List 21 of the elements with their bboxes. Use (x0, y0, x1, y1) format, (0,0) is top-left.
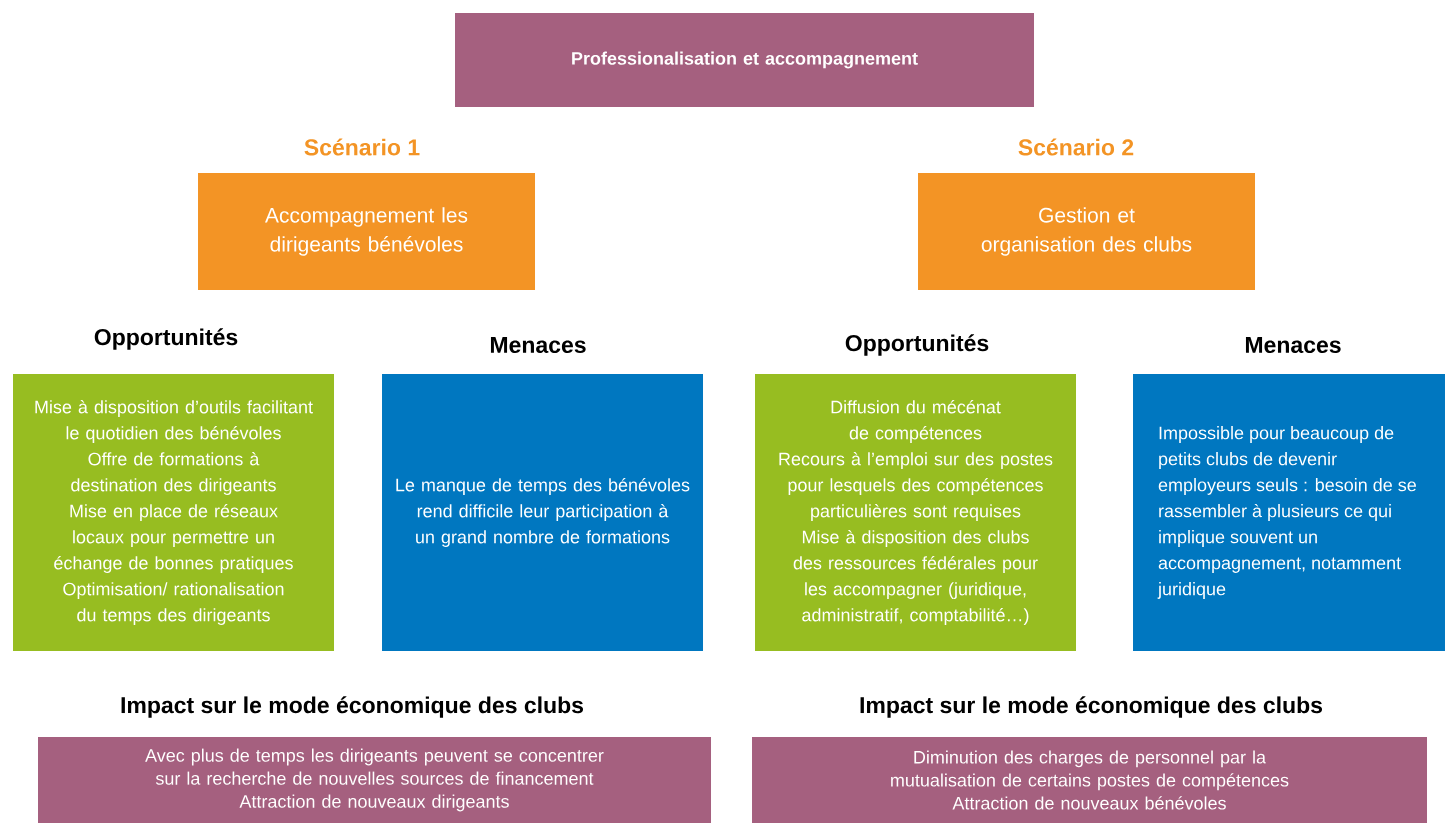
heading: Opportunités (845, 334, 989, 356)
scenario-box: Accompagnement les dirigeants bénévoles (198, 173, 535, 290)
node-label: Mise en place de réseaux locaux pour permettre un échange de bonnes pratiques (54, 503, 293, 573)
impact-box: Avec plus de temps les dirigeants peuvent se concentrer sur la recherche de nouvelles sources de financement Attraction de nouveaux dirigeants (38, 737, 711, 823)
impact-box: Diminution des charges de personnel par la mutualisation de certains postes de compétences Attraction de nouveaux bénévoles (752, 737, 1427, 823)
heading: Menaces (1245, 337, 1341, 353)
heading: Scénario 1 (304, 138, 420, 156)
scenario-box: Gestion et organisation des clubs (918, 173, 1255, 290)
threats-box: Le manque de temps des bénévoles rend difficile leur participation à un grand nombre de formations (382, 374, 703, 651)
threats-box: Impossible pour beaucoup de petits clubs de devenir employeurs seuls : besoin de se rassembler à plusieurs ce qui implique souvent un accompagnement, notamment juridique (1133, 374, 1445, 651)
title-box: Professionalisation et accompagnement (455, 13, 1034, 107)
heading: Scénario 2 (1018, 138, 1134, 156)
opportunities-box: Diffusion du mécénat de compétences Recours à l’emploi sur des postes pour lesquels des compétences particulières sont requises Mise à disposition des clubs des ressources fédérales pour les accompagner (juridique, administratif, comptabilité…) (755, 374, 1076, 651)
heading: Menaces (490, 337, 586, 353)
opportunities-box: Mise à disposition d’outils facilitant le quotidien des bénévoles Offre de formations à destination des dirigeants Mise en place de réseaux locaux pour permettre un échange de bonnes pratiques Optimisation/ rationalisation du temps des dirigeants (13, 374, 334, 651)
node-label: Mise à disposition d’outils facilitant le quotidien des bénévoles (35, 399, 313, 443)
node-label: Optimisation/ rationalisation du temps des dirigeants (63, 582, 284, 625)
node-label: Offre de formations à destination des dirigeants (71, 451, 276, 495)
heading: Impact sur le mode économique des clubs (121, 696, 584, 718)
heading: Opportunités (94, 328, 238, 350)
heading: Impact sur le mode économique des clubs (860, 696, 1323, 718)
